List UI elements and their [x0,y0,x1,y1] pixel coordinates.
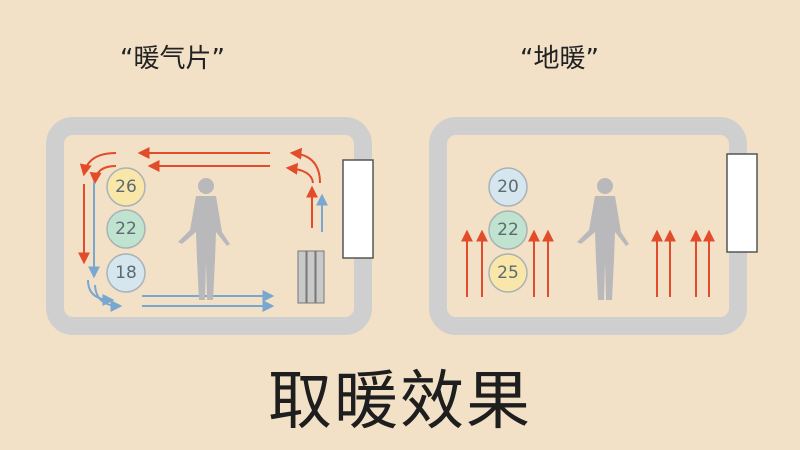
left-temp-middle-value: 22 [115,219,137,239]
left-temp-bottom-value: 18 [115,263,137,283]
right-temp-circle-top: 20 [488,167,528,207]
right-temp-top-value: 20 [497,177,519,197]
left-temp-circle-bottom: 18 [106,253,146,293]
person-icon [577,178,629,300]
person-icon [178,178,230,300]
right-temp-bottom-value: 25 [497,263,519,283]
left-warm-air-arrows [78,147,321,265]
floor-heating-arrows [461,229,715,297]
left-window [342,159,374,259]
right-window [726,153,758,253]
right-temp-circle-middle: 22 [488,210,528,250]
left-temp-circle-middle: 22 [106,209,146,249]
right-temp-circle-bottom: 25 [488,253,528,293]
right-temp-middle-value: 22 [497,220,519,240]
radiator-icon [297,250,325,304]
right-panel-title: “地暖” [520,44,599,74]
caption-title: 取暖效果 [268,365,532,439]
right-room: 20 22 25 [429,117,758,335]
left-temp-circle-top: 26 [106,167,146,207]
left-panel-title: “暖气片” [120,44,225,74]
left-room: 26 22 18 [46,117,374,335]
left-temp-top-value: 26 [115,177,137,197]
